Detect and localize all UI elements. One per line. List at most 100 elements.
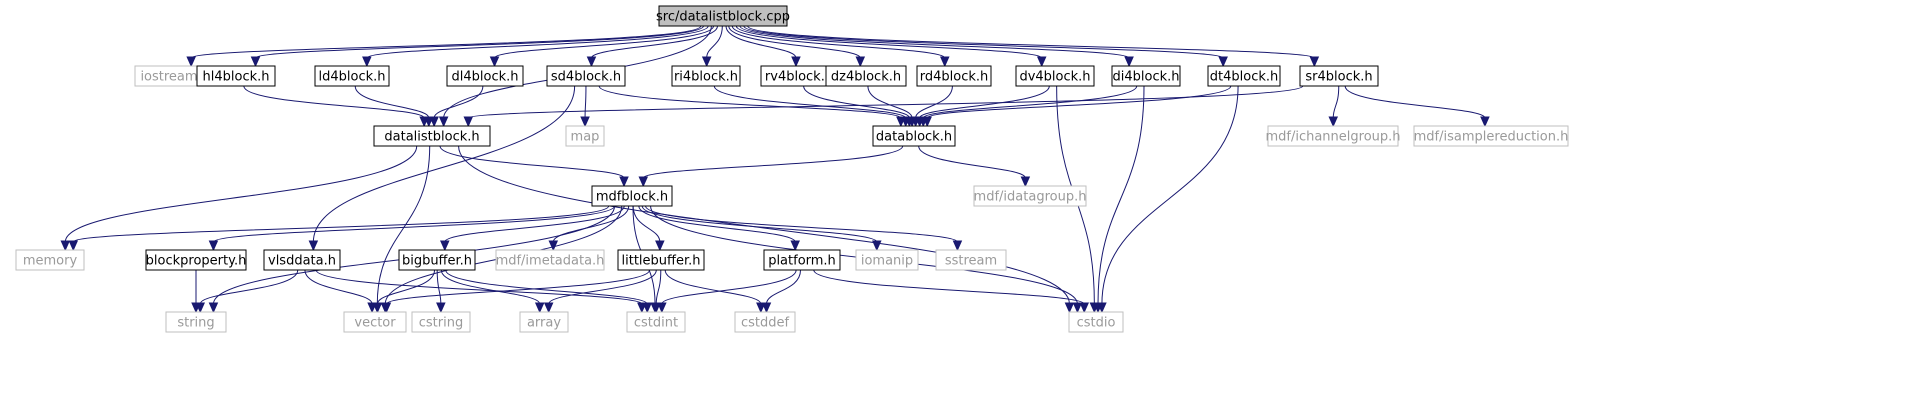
edge-arrowhead	[790, 240, 800, 252]
node-label: rd4block.h	[920, 70, 989, 85]
edge-line	[315, 269, 643, 305]
node-box	[872, 125, 956, 147]
edge-line	[922, 85, 1138, 119]
edge-arrowhead	[60, 240, 71, 252]
edge-platform_h-to-cstdint	[657, 269, 797, 314]
node-dt4block_h[interactable]: dt4block.h	[1207, 65, 1281, 87]
node-box	[1015, 65, 1095, 87]
edge-line	[713, 85, 907, 119]
edge-vlsddata_h-to-string	[195, 269, 299, 314]
node-src_datalistblock_cpp[interactable]: src/datalistblock.cpp	[656, 5, 790, 27]
node-box	[165, 311, 227, 333]
node-label: platform.h	[768, 254, 836, 269]
node-box	[617, 249, 705, 271]
edge-arrowhead	[372, 302, 383, 314]
node-box	[145, 249, 247, 271]
edge-vlsddata_h-to-vector	[304, 269, 377, 314]
edge-platform_h-to-cstddef	[761, 269, 802, 314]
node-box	[565, 125, 605, 147]
edge-mdfblock_h-to-memory	[68, 205, 610, 252]
node-label: src/datalistblock.cpp	[656, 10, 790, 25]
edge-line	[926, 85, 1232, 119]
node-label: dt4block.h	[1210, 70, 1279, 85]
edge-mdfblock_h-to-bigbuffer_h	[440, 205, 625, 252]
node-label: cstdio	[1077, 316, 1116, 331]
node-littlebuffer_h[interactable]: littlebuffer.h	[617, 249, 705, 271]
node-box	[343, 311, 407, 333]
node-rv4block_h[interactable]: rv4block.h	[760, 65, 838, 87]
edge-arrowhead	[1097, 302, 1107, 314]
node-bigbuffer_h[interactable]: bigbuffer.h	[398, 249, 476, 271]
node-dl4block_h[interactable]: dl4block.h	[446, 65, 524, 87]
node-box	[1267, 125, 1399, 147]
edge-line	[433, 85, 484, 119]
node-ld4block_h[interactable]: ld4block.h	[314, 65, 390, 87]
node-memory: memory	[15, 249, 85, 271]
node-platform_h[interactable]: platform.h	[763, 249, 841, 271]
node-label: mdf/ichannelgroup.h	[1265, 130, 1400, 145]
edge-arrowhead	[208, 302, 219, 314]
node-di4block_h[interactable]: di4block.h	[1111, 65, 1181, 87]
edge-arrowhead	[463, 116, 474, 128]
edge-arrowhead	[791, 56, 801, 68]
edge-datablock_h-to-mdf_idatagroup_h	[918, 145, 1031, 188]
edge-line	[731, 25, 946, 59]
edge-line	[190, 25, 702, 59]
edge-line	[458, 145, 1070, 305]
edge-littlebuffer_h-to-cstddef	[664, 269, 766, 314]
edge-arrowhead	[1218, 56, 1228, 68]
edge-line	[376, 269, 436, 305]
node-dz4block_h[interactable]: dz4block.h	[825, 65, 907, 87]
node-dv4block_h[interactable]: dv4block.h	[1015, 65, 1095, 87]
edge-dl4block_h-to-datalistblock_h	[429, 85, 484, 128]
edge-line	[467, 85, 1304, 119]
node-map: map	[565, 125, 605, 147]
edge-line	[304, 269, 373, 305]
edge-arrowhead	[761, 302, 772, 314]
edge-mdfblock_h-to-platform_h	[638, 205, 800, 252]
node-datablock_h[interactable]: datablock.h	[872, 125, 956, 147]
node-box	[935, 249, 1007, 271]
edge-sd4block_h-to-datablock_h	[598, 85, 906, 128]
edge-line	[312, 85, 576, 243]
node-label: iomanip	[861, 254, 913, 269]
edge-arrowhead	[543, 302, 554, 314]
node-mdf_ichannelgroup_h: mdf/ichannelgroup.h	[1265, 125, 1401, 147]
node-box	[446, 65, 524, 87]
edge-platform_h-to-cstdio	[813, 269, 1090, 314]
node-ri4block_h[interactable]: ri4block.h	[671, 65, 741, 87]
node-box	[973, 185, 1087, 207]
node-box	[1299, 65, 1379, 87]
node-box	[591, 185, 673, 207]
node-box	[546, 65, 626, 87]
node-box	[519, 311, 569, 333]
edge-line	[72, 205, 610, 243]
node-array: array	[519, 311, 569, 333]
node-label: vlsddata.h	[268, 254, 336, 269]
node-label: ld4block.h	[319, 70, 386, 85]
edge-littlebuffer_h-to-array	[543, 269, 657, 314]
edge-line	[1332, 85, 1340, 119]
node-hl4block_h[interactable]: hl4block.h	[196, 65, 276, 87]
edge-src_datalistblock_cpp-to-rd4block_h	[731, 25, 950, 68]
node-box	[495, 249, 605, 271]
node-rd4block_h[interactable]: rd4block.h	[916, 65, 992, 87]
node-blockproperty_h[interactable]: blockproperty.h	[145, 249, 247, 271]
edge-di4block_h-to-cstdio	[1093, 85, 1145, 314]
edge-line	[706, 25, 723, 59]
node-datalistblock_h[interactable]: datalistblock.h	[373, 125, 491, 147]
edge-arrowhead	[436, 302, 446, 314]
edge-line	[915, 85, 953, 119]
node-box	[1207, 65, 1281, 87]
node-label: dl4block.h	[452, 70, 519, 85]
edge-line	[765, 269, 802, 305]
edge-arrowhead	[250, 56, 261, 68]
node-sd4block_h[interactable]: sd4block.h	[546, 65, 626, 87]
node-vlsddata_h[interactable]: vlsddata.h	[263, 249, 341, 271]
node-mdfblock_h[interactable]: mdfblock.h	[591, 185, 673, 207]
node-sr4block_h[interactable]: sr4block.h	[1299, 65, 1379, 87]
node-cstring: cstring	[411, 311, 471, 333]
edge-line	[64, 145, 418, 243]
